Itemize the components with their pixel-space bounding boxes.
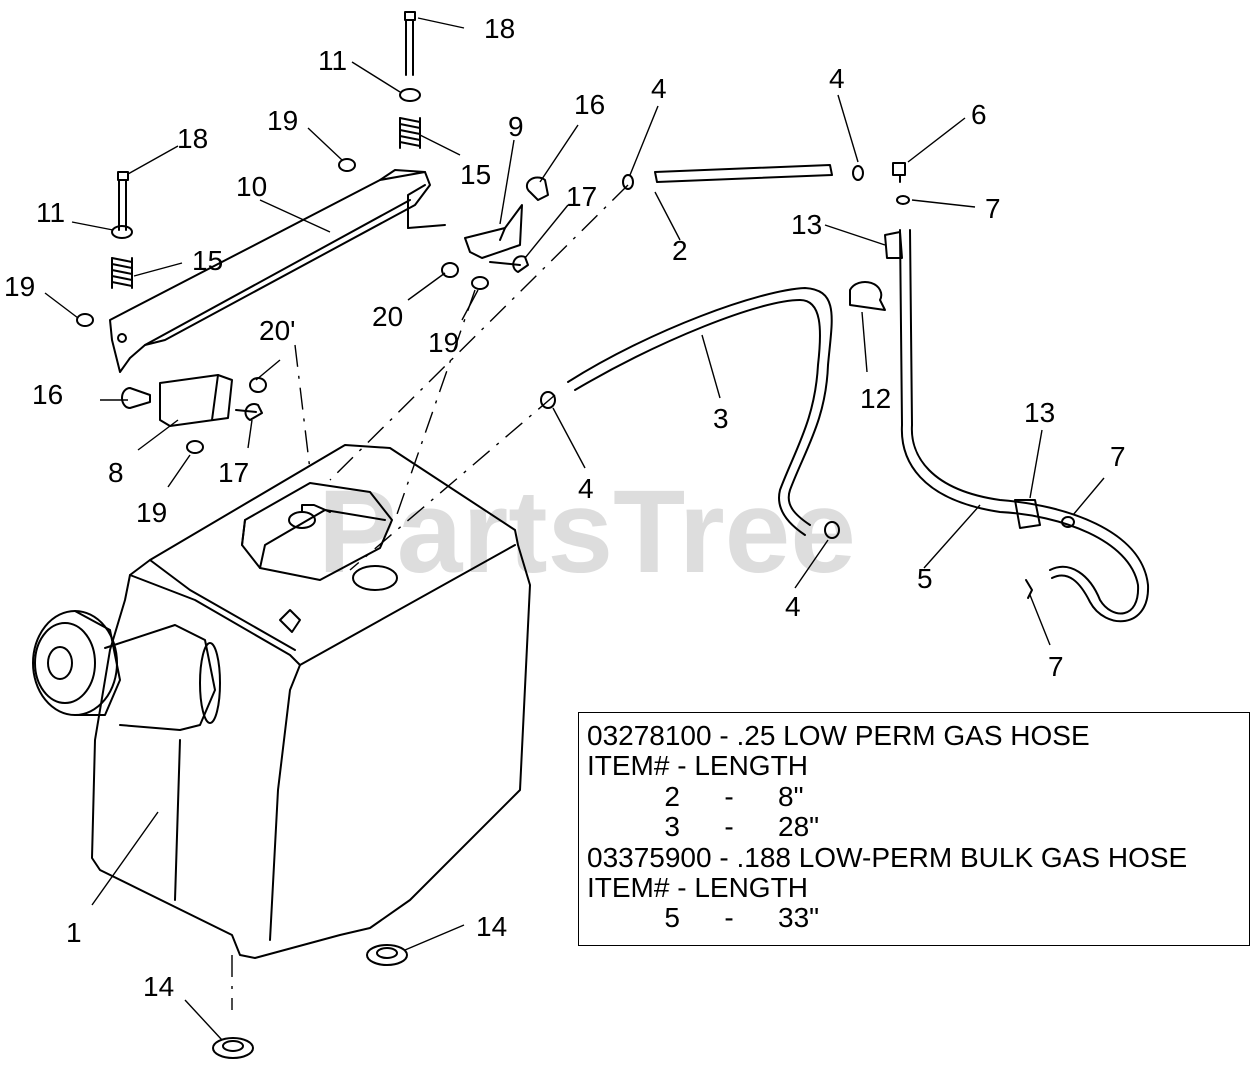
- callout-5: 5: [917, 563, 933, 594]
- watermark-text: PartsTree: [318, 466, 856, 598]
- callout-3: 3: [713, 403, 729, 434]
- callout-14-right: 14: [476, 911, 507, 942]
- spec-sep: -: [724, 780, 734, 812]
- spec-group1-header: 03278100 - .25 LOW PERM GAS HOSE: [587, 720, 1090, 751]
- hose-spec-table: 03278100 - .25 LOW PERM GAS HOSE ITEM# -…: [578, 712, 1250, 946]
- callout-15-right: 15: [460, 159, 491, 190]
- callout-19-mid: 19: [428, 327, 459, 358]
- callout-13-top: 13: [791, 209, 822, 240]
- callout-6: 6: [971, 99, 987, 130]
- callout-11-right: 11: [318, 45, 347, 76]
- spec-group2-header: 03375900 - .188 LOW-PERM BULK GAS HOSE: [587, 841, 1188, 873]
- hardware: [76, 11, 549, 1059]
- spec-length: 33": [778, 902, 820, 934]
- callout-20: 20: [372, 301, 403, 332]
- callout-8: 8: [108, 457, 124, 488]
- callout-4-mid: 4: [578, 473, 594, 504]
- spec-row: 5 - 33": [587, 902, 1241, 934]
- callout-4-top-right: 4: [829, 63, 845, 94]
- callout-1: 1: [66, 917, 82, 948]
- spec-sep: -: [724, 811, 734, 843]
- spec-length: 8": [778, 780, 804, 812]
- assembly-center-lines: [231, 184, 629, 1010]
- spec-length: 28": [778, 811, 820, 843]
- callout-19-left: 19: [4, 271, 35, 302]
- callout-7-low: 7: [1048, 651, 1064, 682]
- spec-row: 2 - 8": [587, 780, 1241, 812]
- spec-group2-colheader: ITEM# - LENGTH: [587, 872, 808, 904]
- spec-group1-colheader: ITEM# - LENGTH: [587, 750, 808, 782]
- callout-7-mid: 7: [1110, 441, 1126, 472]
- spec-item: 3: [664, 811, 680, 843]
- callout-10: 10: [236, 171, 267, 202]
- spec-item: 5: [664, 902, 680, 934]
- clamps-fittings: [540, 162, 1075, 599]
- callout-14-left: 14: [143, 971, 174, 1002]
- callout-13-low: 13: [1024, 397, 1055, 428]
- callout-16-left: 16: [32, 379, 63, 410]
- callout-18-right: 18: [484, 13, 515, 44]
- callout-2: 2: [672, 235, 688, 266]
- callout-18-left: 18: [177, 123, 208, 154]
- spec-item: 2: [664, 780, 680, 812]
- spec-sep: -: [724, 902, 734, 934]
- callout-11-left: 11: [36, 197, 65, 228]
- callout-19-top: 19: [267, 105, 298, 136]
- callout-20-prime: 20': [259, 315, 296, 346]
- side-brackets: [159, 204, 523, 427]
- fuel-tank: [32, 444, 531, 959]
- callout-7-top: 7: [985, 193, 1001, 224]
- fuel-hoses: [567, 164, 1150, 623]
- tank-bracket: [109, 169, 446, 373]
- callout-12: 12: [860, 383, 891, 414]
- callout-17-left: 17: [218, 457, 249, 488]
- callout-4-low: 4: [785, 591, 801, 622]
- callout-17-right: 17: [566, 181, 597, 212]
- callout-labels: 1 2 3 4 4 4 4 5 6 7 7 7 8 9 10 11 11 12 …: [4, 13, 1126, 1002]
- callout-9: 9: [508, 111, 524, 142]
- callout-16-right: 16: [574, 89, 605, 120]
- callout-4-top-left: 4: [651, 73, 667, 104]
- callout-15-left: 15: [192, 245, 223, 276]
- leader-lines: [44, 17, 1105, 1041]
- callout-19-low: 19: [136, 497, 167, 528]
- spec-row: 3 - 28": [587, 811, 1241, 843]
